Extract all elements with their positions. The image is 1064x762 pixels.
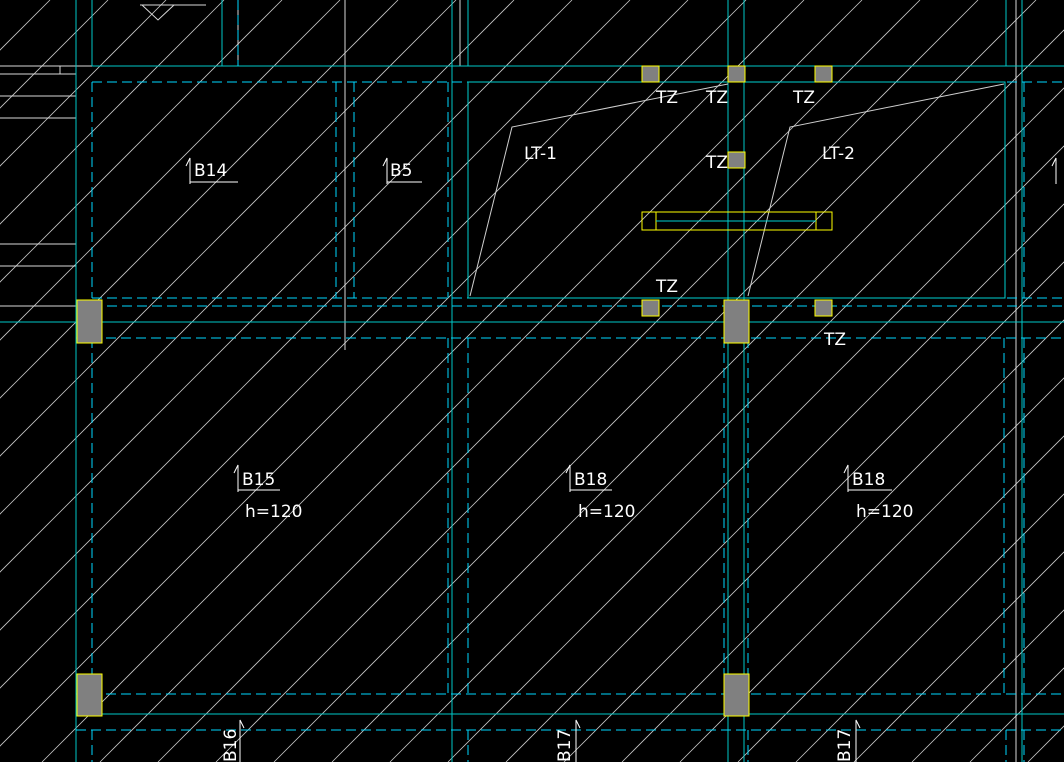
slab-label-b5: B5 (390, 161, 412, 181)
hatch-line (679, 377, 1064, 762)
hatch-line (563, 261, 1064, 762)
hatch-line (0, 0, 457, 457)
slab-label-b18: B18 (852, 470, 885, 490)
hatch-line (795, 493, 1064, 762)
column (76, 299, 103, 344)
tz-label: TZ (823, 330, 846, 350)
slab-label-markers (185, 157, 1057, 762)
hatch-line (0, 0, 631, 631)
tz-column (727, 65, 746, 83)
stair-label-lt1: LT-1 (524, 144, 557, 164)
hatch-line (0, 0, 747, 747)
slab-label-b15: B15 (242, 470, 275, 490)
slab-label-b16: B16 (221, 729, 241, 762)
tz-column (641, 299, 660, 317)
hatch-line (389, 87, 1064, 762)
column (723, 299, 750, 344)
hatch-line (0, 0, 167, 167)
hatch-line (505, 203, 1064, 762)
hatch-line (853, 551, 1064, 762)
hatch-line (157, 0, 921, 762)
hatch-line (0, 0, 283, 283)
slab-thickness-b18: h=120 (578, 502, 635, 522)
column (76, 673, 103, 717)
hatch-line (447, 145, 1064, 762)
slab-thickness-b15: h=120 (245, 502, 302, 522)
column (723, 673, 750, 717)
hatch-line (331, 29, 1064, 762)
stair-flights (469, 83, 1005, 297)
level-marker (140, 4, 206, 21)
slab-label-b14: B14 (194, 161, 227, 181)
tz-column (814, 299, 833, 317)
slab-label-b18: B18 (574, 470, 607, 490)
hatch-line (215, 0, 979, 762)
tz-label: TZ (705, 153, 728, 173)
slab-label-b17: B17 (835, 729, 855, 762)
tz-label: TZ (792, 88, 815, 108)
hatch-line (737, 435, 1064, 762)
hatch-line (0, 0, 689, 689)
tz-column (814, 65, 833, 83)
landing-beam (641, 211, 833, 231)
hatch-line (911, 609, 1064, 762)
tz-label: TZ (655, 277, 678, 297)
slab-label-b17: B17 (555, 729, 575, 762)
hatch-line (0, 0, 399, 399)
tz-column (727, 151, 746, 169)
hatch-line (621, 319, 1064, 762)
hatch-line (0, 0, 515, 515)
hatch-line (0, 0, 341, 341)
slab-thickness-b18: h=120 (856, 502, 913, 522)
columns (76, 65, 833, 717)
hatch-line (273, 0, 1037, 762)
labels: B14 B5 B15 h=120 B18 h=120 B18 h=120 LT-… (194, 88, 913, 762)
tz-label: TZ (655, 88, 678, 108)
tz-label: TZ (705, 88, 728, 108)
stair-label-lt2: LT-2 (822, 144, 855, 164)
hatch-line (0, 0, 225, 225)
hatch-line (0, 0, 573, 573)
hatch-line (99, 0, 863, 762)
hatch-line (41, 0, 805, 762)
tz-column (641, 65, 660, 83)
